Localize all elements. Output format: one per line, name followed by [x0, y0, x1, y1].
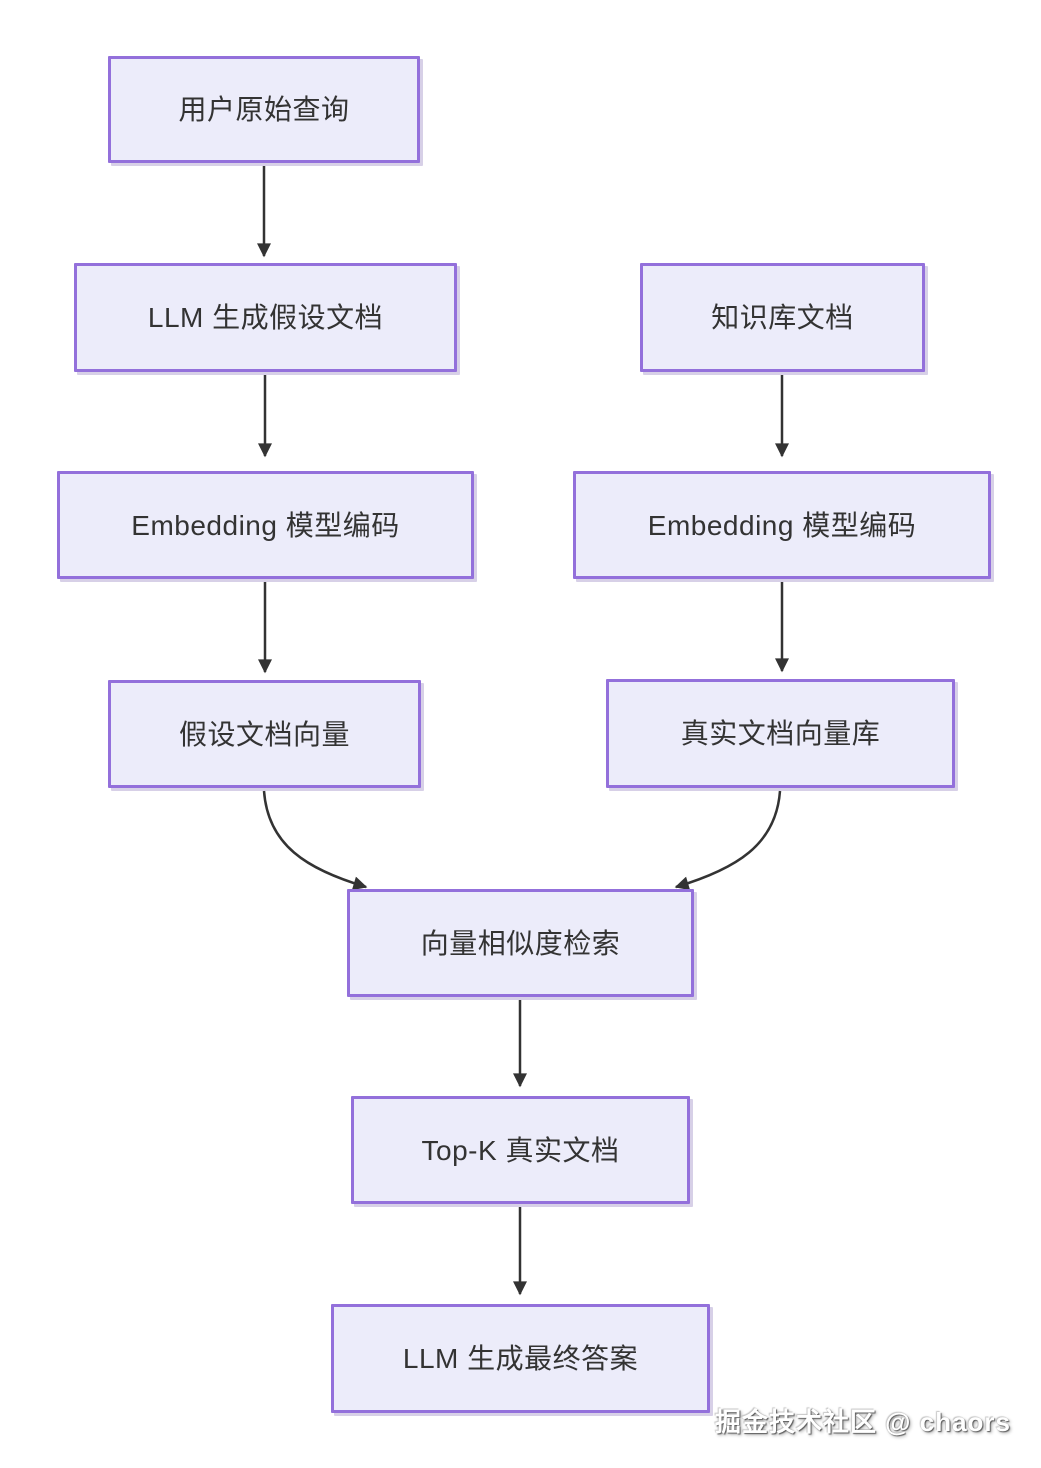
- node-vector-similarity-search: 向量相似度检索: [347, 889, 694, 997]
- node-knowledge-base-docs: 知识库文档: [640, 263, 925, 372]
- watermark: 掘金技术社区 @ chaors: [714, 1407, 1011, 1437]
- node-llm-final-answer: LLM 生成最终答案: [331, 1304, 710, 1413]
- edge-hypo-vec-to-similarity: [262, 790, 368, 891]
- node-topk-real-docs-label: Top-K 真实文档: [421, 1134, 620, 1166]
- node-llm-hypothetical-doc: LLM 生成假设文档: [74, 263, 457, 372]
- node-user-query: 用户原始查询: [108, 56, 420, 163]
- node-embedding-encoder-left-label: Embedding 模型编码: [131, 509, 400, 541]
- node-vector-similarity-search-label: 向量相似度检索: [420, 927, 621, 959]
- node-embedding-encoder-right-label: Embedding 模型编码: [647, 509, 917, 541]
- node-real-doc-vector-db-label: 真实文档向量库: [680, 718, 881, 749]
- node-real-doc-vector-db: 真实文档向量库: [606, 679, 955, 788]
- node-llm-final-answer-label: LLM 生成最终答案: [402, 1343, 639, 1374]
- node-user-query-label: 用户原始查询: [178, 94, 350, 125]
- node-topk-real-docs: Top-K 真实文档: [351, 1096, 690, 1204]
- node-embedding-encoder-right: Embedding 模型编码: [573, 471, 991, 579]
- node-hypothetical-doc-vector-label: 假设文档向量: [178, 718, 350, 750]
- edge-real-vec-to-similarity: [674, 790, 782, 891]
- node-embedding-encoder-left: Embedding 模型编码: [57, 471, 474, 579]
- node-llm-hypothetical-doc-label: LLM 生成假设文档: [147, 302, 384, 333]
- node-hypothetical-doc-vector: 假设文档向量: [108, 680, 421, 788]
- node-knowledge-base-docs-label: 知识库文档: [711, 302, 854, 333]
